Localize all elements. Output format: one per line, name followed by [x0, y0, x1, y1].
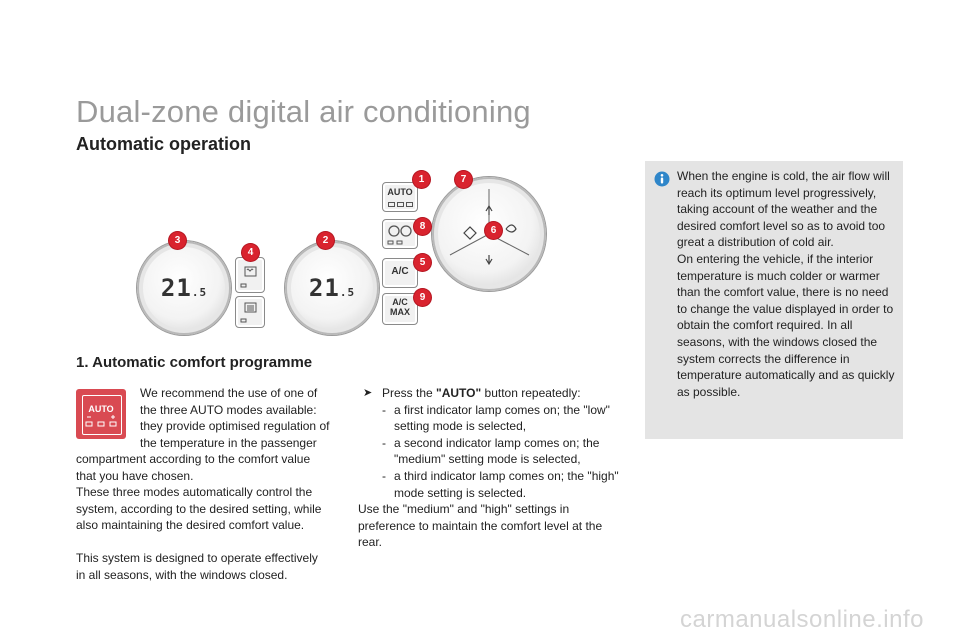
auto-indicator-lamps: [383, 199, 417, 209]
dash-bullet: -: [382, 435, 386, 450]
press-auto-label: "AUTO": [436, 386, 482, 400]
auto-button: AUTO: [382, 182, 418, 212]
press-auto-instruction: ➤ Press the "AUTO" button repeatedly:: [358, 385, 620, 402]
press-suffix: button repeatedly:: [481, 386, 581, 400]
info-icon: [654, 171, 670, 187]
mode-item-low-text: a first indicator lamp comes on; the "lo…: [394, 402, 610, 434]
ac-max-line2: MAX: [390, 307, 410, 317]
left-temperature-value: 21: [160, 274, 192, 302]
right-temperature-value: 21: [308, 274, 340, 302]
watermark: carmanualsonline.info: [680, 606, 924, 633]
badge-1: 1: [413, 171, 430, 188]
instruction-arrow-icon: ➤: [363, 386, 373, 399]
middle-column: ➤ Press the "AUTO" button repeatedly: - a…: [358, 385, 620, 551]
rear-screen-demist-button: [235, 257, 265, 293]
air-distribution-icon: [449, 189, 530, 266]
left-intro-continuation: compartment according to the comfort val…: [76, 452, 311, 483]
recirculation-button: [382, 219, 418, 249]
left-column-body: compartment according to the comfort val…: [76, 451, 326, 534]
ac-max-line1: A/C: [392, 297, 408, 307]
left-intro-line-4: the temperature in the passenger: [140, 435, 317, 450]
right-temperature-decimal: .5: [339, 286, 356, 299]
left-intro-wrapped: We recommend the use of one of the three…: [140, 385, 340, 451]
badge-3: 3: [169, 232, 186, 249]
left-modes-paragraph: These three modes automatically control …: [76, 485, 322, 533]
info-box: When the engine is cold, the air flow wi…: [645, 161, 903, 439]
badge-4: 4: [242, 244, 259, 261]
rear-comfort-advice: Use the "medium" and "high" settings in …: [358, 502, 603, 550]
auto-pictogram-lamps-icon: [85, 415, 117, 427]
info-interior-temperature-paragraph: On entering the vehicle, if the interior…: [677, 251, 895, 399]
badge-6: 6: [485, 222, 502, 239]
mode-item-low: - a first indicator lamp comes on; the "…: [358, 402, 620, 435]
right-temperature-dial: 21.5: [285, 241, 379, 335]
left-intro-line-3: they provide optimised regulation of: [140, 419, 330, 434]
auto-button-label: AUTO: [387, 187, 413, 197]
left-intro-line-2: the three AUTO modes available:: [140, 402, 317, 417]
mode-item-medium: - a second indicator lamp comes on; the …: [358, 435, 620, 468]
ac-button-label: A/C: [391, 266, 409, 277]
badge-9: 9: [414, 289, 431, 306]
left-temperature-display: 21.5: [139, 274, 229, 302]
info-text: When the engine is cold, the air flow wi…: [677, 168, 901, 400]
badge-5: 5: [414, 254, 431, 271]
rear-demist-icon: [240, 266, 257, 288]
left-seasons-paragraph: This system is designed to operate effec…: [76, 551, 318, 582]
windscreen-demist-button: [235, 296, 265, 328]
left-temperature-decimal: .5: [191, 286, 208, 299]
auto-pictogram-label: AUTO: [88, 404, 114, 414]
left-intro-line-1: We recommend the use of one of: [140, 386, 318, 400]
subsection-title: 1. Automatic comfort programme: [76, 354, 313, 371]
ac-button: A/C: [382, 258, 418, 288]
mode-item-high: - a third indicator lamp comes on; the "…: [358, 468, 620, 501]
page-title: Dual-zone digital air conditioning: [76, 94, 531, 129]
badge-7: 7: [455, 171, 472, 188]
info-cold-engine-paragraph: When the engine is cold, the air flow wi…: [677, 169, 890, 250]
badge-8: 8: [414, 218, 431, 235]
left-temperature-dial: 21.5: [137, 241, 231, 335]
press-prefix: Press the: [382, 386, 437, 400]
section-title: Automatic operation: [76, 134, 252, 154]
recirculation-icon: [387, 225, 412, 245]
mode-item-medium-text: a second indicator lamp comes on; the "m…: [394, 435, 600, 467]
air-distribution-dial: [432, 177, 546, 291]
right-temperature-display: 21.5: [287, 274, 377, 302]
windscreen-demist-icon: [240, 302, 257, 323]
badge-2: 2: [317, 232, 334, 249]
mode-item-high-text: a third indicator lamp comes on; the "hi…: [394, 468, 619, 500]
auto-button-pictogram: AUTO: [76, 389, 126, 439]
dash-bullet: -: [382, 402, 386, 417]
dash-bullet: -: [382, 468, 386, 483]
